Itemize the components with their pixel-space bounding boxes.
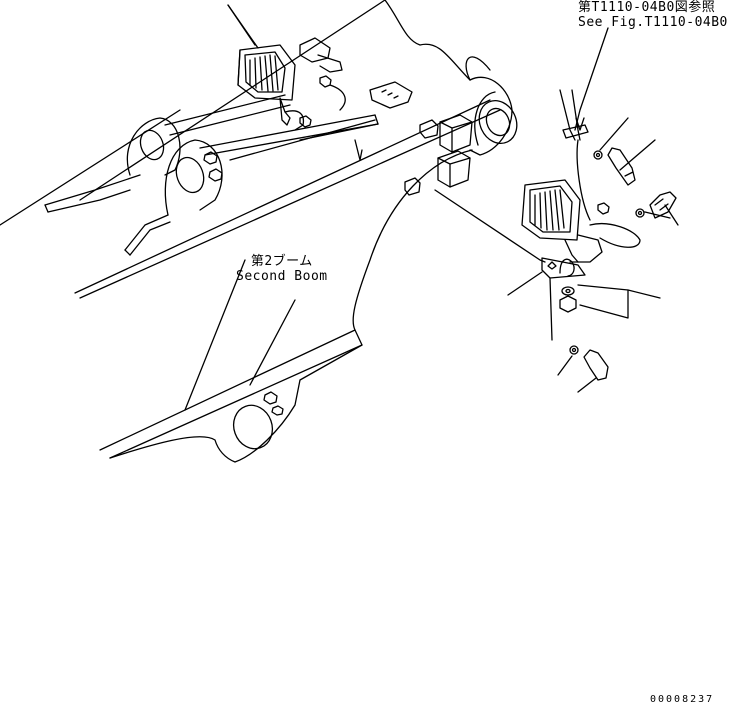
reference-leader [574,27,609,131]
exploded-harness [559,89,641,248]
linkage-struts [44,94,379,256]
exploded-work-lamp [521,179,603,263]
boom-label: 第2ブーム Second Boom [236,254,328,284]
exploded-blocks [404,114,473,196]
reference-jp: 第T1110-04B0図参照 [578,0,716,15]
upper-boom-pivots [126,91,518,216]
part-leaders [434,117,679,393]
reference-note: 第T1110-04B0図参照 See Fig.T1110-04B0 [578,0,728,30]
lamp-bracket [541,257,586,341]
boom-label-leaders [227,4,259,49]
mounted-harness-clips [299,37,413,111]
mounted-work-lamp [237,44,312,131]
reference-en: See Fig.T1110-04B0 [578,15,728,30]
boom-label-jp: 第2ブーム [250,254,313,269]
drawing-number: 00008237 [650,694,715,705]
fasteners [559,147,677,381]
boom-label-en: Second Boom [236,269,328,284]
lower-boom-body [99,149,473,463]
